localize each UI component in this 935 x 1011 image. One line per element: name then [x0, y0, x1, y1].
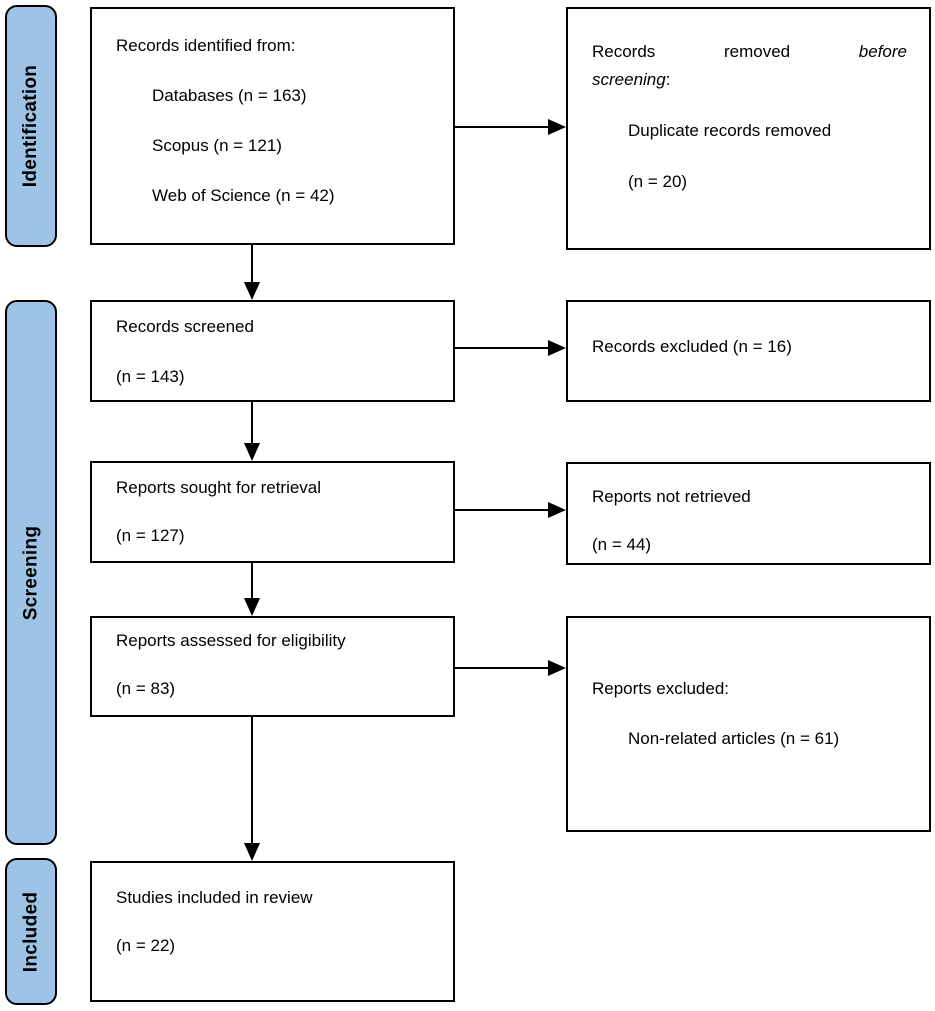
- arrow-line: [455, 347, 549, 349]
- stage-label-identification: Identification: [20, 64, 42, 188]
- stage-bar-included: Included: [5, 858, 57, 1005]
- word-italic: screening: [592, 70, 666, 89]
- box-item: Scopus (n = 121): [152, 136, 282, 155]
- arrowhead-down-icon: [244, 598, 260, 616]
- box-reports-not-retrieved: Reports not retrieved (n = 44): [566, 462, 931, 565]
- box-line: Records excluded (n = 16): [592, 337, 792, 356]
- arrowhead-right-icon: [548, 660, 566, 676]
- box-count: (n = 22): [116, 936, 176, 955]
- box-title-line2: screening:: [592, 69, 907, 91]
- arrow-line: [251, 402, 253, 447]
- box-count: (n = 143): [116, 367, 185, 386]
- box-title-line1: Records removed before: [592, 41, 907, 63]
- arrow-line: [251, 717, 253, 846]
- word: Records: [592, 42, 656, 61]
- stage-bar-screening: Screening: [5, 300, 57, 845]
- box-studies-included: Studies included in review (n = 22): [90, 861, 455, 1002]
- box-reports-assessed: Reports assessed for eligibility (n = 83…: [90, 616, 455, 717]
- arrowhead-down-icon: [244, 282, 260, 300]
- stage-label-screening: Screening: [20, 525, 42, 620]
- box-item: Web of Science (n = 42): [152, 186, 335, 205]
- box-title: Records identified from:: [116, 36, 296, 55]
- arrowhead-right-icon: [548, 119, 566, 135]
- box-title: Reports excluded:: [592, 679, 730, 698]
- box-line: Records screened: [116, 317, 254, 336]
- word-italic: before: [858, 42, 907, 61]
- box-item: Duplicate records removed: [628, 121, 832, 140]
- box-item: Databases (n = 163): [152, 86, 307, 105]
- box-count: (n = 83): [116, 679, 176, 698]
- colon: :: [665, 70, 671, 89]
- arrowhead-right-icon: [548, 340, 566, 356]
- arrow-line: [251, 563, 253, 601]
- box-item: (n = 20): [628, 172, 688, 191]
- box-line: Reports sought for retrieval: [116, 478, 322, 497]
- box-item: Non-related articles (n = 61): [628, 729, 840, 748]
- box-count: (n = 44): [592, 535, 652, 554]
- arrow-line: [455, 126, 549, 128]
- arrow-line: [455, 667, 549, 669]
- arrowhead-down-icon: [244, 443, 260, 461]
- box-count: (n = 127): [116, 526, 185, 545]
- arrow-line: [455, 509, 549, 511]
- box-records-identified: Records identified from: Databases (n = …: [90, 7, 455, 245]
- box-records-removed-before-screening: Records removed before screening: Duplic…: [566, 7, 931, 250]
- arrowhead-down-icon: [244, 843, 260, 861]
- box-reports-excluded: Reports excluded: Non-related articles (…: [566, 616, 931, 832]
- stage-label-included: Included: [20, 891, 42, 972]
- box-records-excluded: Records excluded (n = 16): [566, 300, 931, 402]
- box-line: Reports assessed for eligibility: [116, 631, 346, 650]
- word: removed: [723, 42, 791, 61]
- box-line: Studies included in review: [116, 888, 313, 907]
- box-reports-sought: Reports sought for retrieval (n = 127): [90, 461, 455, 563]
- arrow-line: [251, 245, 253, 285]
- box-line: Reports not retrieved: [592, 487, 751, 506]
- arrowhead-right-icon: [548, 502, 566, 518]
- stage-bar-identification: Identification: [5, 5, 57, 247]
- box-records-screened: Records screened (n = 143): [90, 300, 455, 402]
